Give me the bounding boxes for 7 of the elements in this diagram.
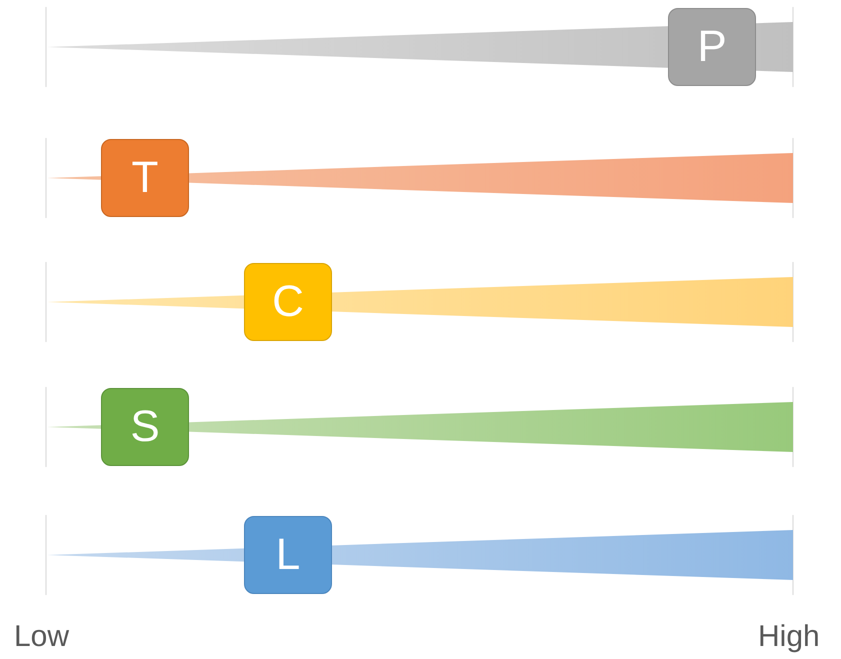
marker-box: C [244, 263, 332, 341]
axis-label: High [758, 620, 820, 654]
marker-box: L [244, 516, 332, 594]
marker-box: P [668, 8, 756, 86]
marker-box: T [101, 139, 189, 217]
axis-label: Low [14, 620, 70, 654]
marker-box: S [101, 388, 189, 466]
